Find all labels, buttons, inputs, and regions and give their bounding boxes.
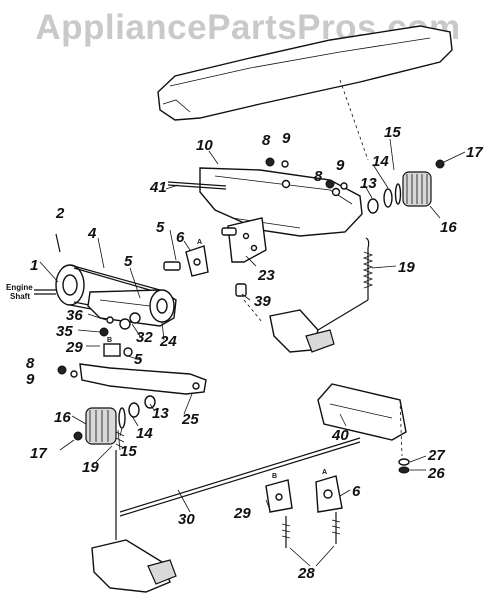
callout-8-left: 8 bbox=[26, 355, 35, 372]
callout-28: 28 bbox=[297, 565, 315, 582]
callout-29-bottom: 29 bbox=[233, 505, 251, 522]
callout-40: 39 bbox=[254, 293, 271, 310]
callout-13-top: 13 bbox=[360, 175, 377, 192]
top-cover bbox=[157, 25, 453, 161]
bracket-a-top bbox=[185, 245, 209, 277]
lower-bracket bbox=[91, 539, 177, 593]
callout-9-top: 9 bbox=[282, 130, 291, 147]
callout-39: 40 bbox=[331, 427, 349, 444]
callout-17-left: 17 bbox=[30, 445, 47, 462]
callout-6-bottom: 6 bbox=[352, 483, 361, 500]
bracket-letter-a-top: A bbox=[197, 239, 202, 246]
bottom-brackets bbox=[265, 475, 343, 548]
callout-1: 1 bbox=[30, 257, 38, 274]
callout-17-top: 17 bbox=[466, 144, 483, 161]
callout-36: 36 bbox=[66, 307, 83, 324]
callout-8-top: 8 bbox=[262, 132, 271, 149]
lever-bracket bbox=[227, 217, 267, 263]
hardware-right bbox=[398, 458, 410, 474]
shaft-linkage bbox=[235, 283, 369, 353]
callout-2: 2 bbox=[55, 205, 65, 222]
callout-16-left: 16 bbox=[54, 409, 71, 426]
callout-15-left: 15 bbox=[120, 443, 137, 460]
engine-shaft-label-2: Shaft bbox=[10, 292, 30, 301]
rear-bracket bbox=[199, 167, 363, 237]
callout-24: 24 bbox=[159, 333, 177, 350]
callout-35: 35 bbox=[56, 323, 73, 340]
left-pulley-assembly bbox=[73, 395, 156, 451]
callout-41: 41 bbox=[149, 179, 167, 196]
callout-27: 27 bbox=[427, 447, 445, 464]
callout-3: 4 bbox=[87, 225, 97, 242]
callout-26: 26 bbox=[427, 465, 445, 482]
callout-5-top: 5 bbox=[156, 219, 165, 236]
left-drive bbox=[34, 233, 177, 330]
callout-9-left: 9 bbox=[26, 371, 35, 388]
leader-lines bbox=[39, 138, 466, 567]
callout-9-mid: 9 bbox=[336, 157, 345, 174]
right-pulley-assembly bbox=[367, 159, 445, 214]
callout-30: 30 bbox=[178, 511, 195, 528]
callout-6-top: 6 bbox=[176, 229, 185, 246]
callout-19-right: 19 bbox=[398, 259, 415, 276]
lever-arm bbox=[79, 363, 207, 395]
callout-4: 5 bbox=[124, 253, 133, 270]
long-rod bbox=[115, 437, 361, 540]
callout-14-top: 14 bbox=[372, 153, 389, 170]
hardware-left bbox=[57, 316, 133, 378]
engine-shaft-label-1: Engine bbox=[6, 283, 33, 292]
control-cable bbox=[167, 181, 227, 190]
bracket-letter-b-left: B bbox=[107, 337, 112, 344]
callout-23: 23 bbox=[257, 267, 275, 284]
bracket-letter-b-bottom: B bbox=[272, 473, 277, 480]
plate bbox=[317, 383, 407, 457]
callout-25: 25 bbox=[181, 411, 199, 428]
callout-13-left: 13 bbox=[152, 405, 169, 422]
pin-top bbox=[163, 227, 237, 271]
callout-5-left: 5 bbox=[134, 351, 143, 368]
callout-16-top: 16 bbox=[440, 219, 457, 236]
callout-29-left: 29 bbox=[65, 339, 83, 356]
callout-14-left: 14 bbox=[136, 425, 153, 442]
callout-19-left: 19 bbox=[82, 459, 99, 476]
callout-15-top: 15 bbox=[384, 124, 401, 141]
hardware-top bbox=[265, 157, 348, 190]
callout-8-mid: 8 bbox=[314, 168, 323, 185]
spring-right bbox=[362, 237, 374, 300]
callout-10: 10 bbox=[196, 137, 213, 154]
bracket-letter-a-bottom: A bbox=[322, 469, 327, 476]
callout-32: 32 bbox=[136, 329, 153, 346]
